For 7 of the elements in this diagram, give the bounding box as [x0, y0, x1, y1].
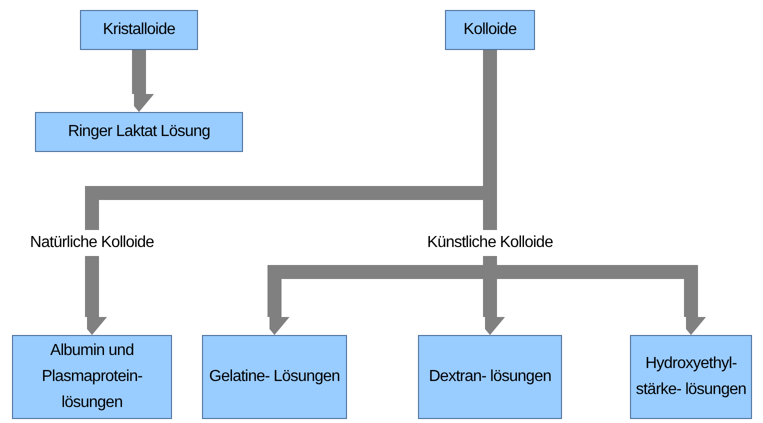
category-box: Albumin und Plasmaprotein- lösungen	[12, 335, 172, 419]
category-box: Kristalloide	[80, 10, 198, 50]
category-box: Gelatine- Lösungen	[202, 335, 347, 419]
category-box: Ringer Laktat Lösung	[35, 112, 243, 152]
category-box: Kolloide	[445, 10, 535, 50]
category-box: Dextran- lösungen	[418, 335, 562, 419]
category-box: Hydroxyethyl- stärke- lösungen	[630, 335, 752, 419]
